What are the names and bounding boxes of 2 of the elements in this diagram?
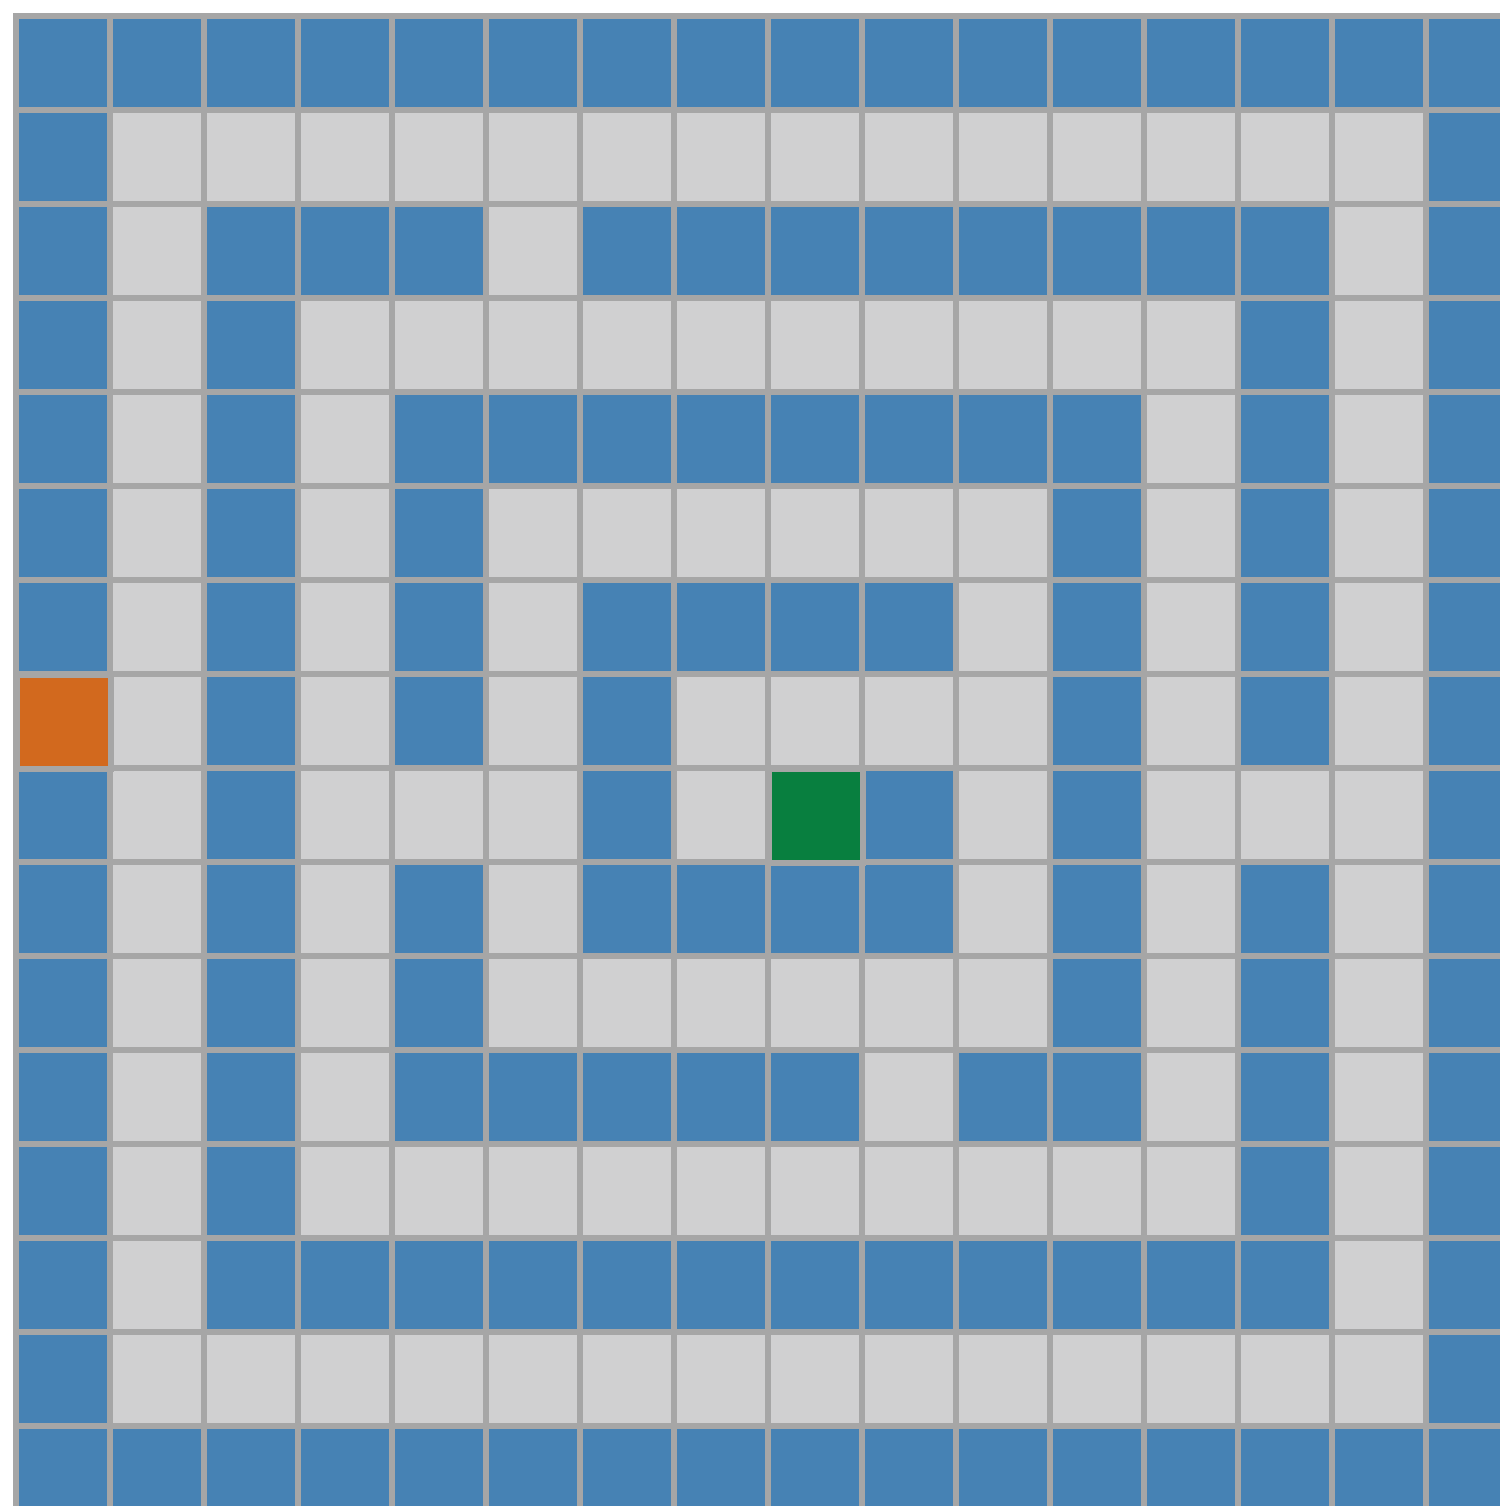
start-square bbox=[13, 671, 113, 771]
goal-square bbox=[765, 765, 865, 865]
